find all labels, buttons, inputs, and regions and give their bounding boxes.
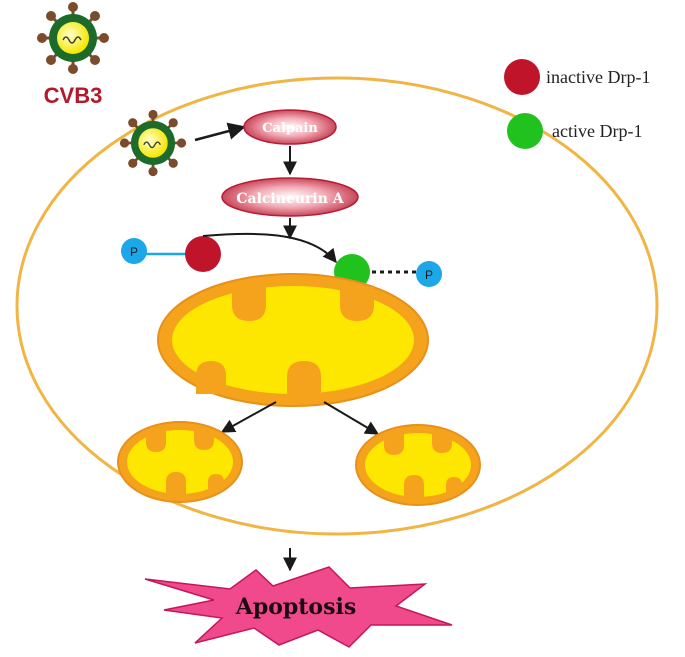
cell-membrane: [15, 76, 659, 536]
legend-active-label: active Drp-1: [552, 121, 642, 141]
legend: inactive Drp-1 active Drp-1: [504, 59, 650, 149]
mitochondrion-icon: [117, 421, 243, 503]
legend-inactive-swatch: [504, 59, 540, 95]
apoptosis-label: Apoptosis: [235, 594, 356, 620]
virus-icon: [35, 0, 111, 76]
calpain-label: Calpain: [262, 121, 318, 136]
inactive-drp1-node: [185, 236, 221, 272]
calpain-node: [243, 109, 337, 145]
calcineurin-label: Calcineurin A: [236, 191, 344, 207]
arrow-fission-right: [323, 401, 380, 435]
virus-label: CVB3: [44, 83, 103, 108]
mitochondrion-icon: [355, 424, 481, 506]
legend-active-swatch: [507, 113, 543, 149]
legend-inactive-label: inactive Drp-1: [546, 67, 650, 87]
arrow-fission-left: [220, 401, 277, 433]
phosphate-label-left: P: [130, 245, 138, 259]
virus-icon: [118, 108, 188, 178]
mitochondrion-icon: [157, 273, 429, 407]
phosphate-icon: [121, 238, 147, 264]
arrow-virus-to-calpain: [194, 122, 246, 142]
phosphate-icon: [416, 261, 442, 287]
explosion-icon: [144, 566, 453, 648]
arrow-dephosphorylation: [202, 232, 337, 264]
calcineurin-node: [221, 177, 359, 217]
phosphate-label-right: P: [425, 268, 433, 282]
